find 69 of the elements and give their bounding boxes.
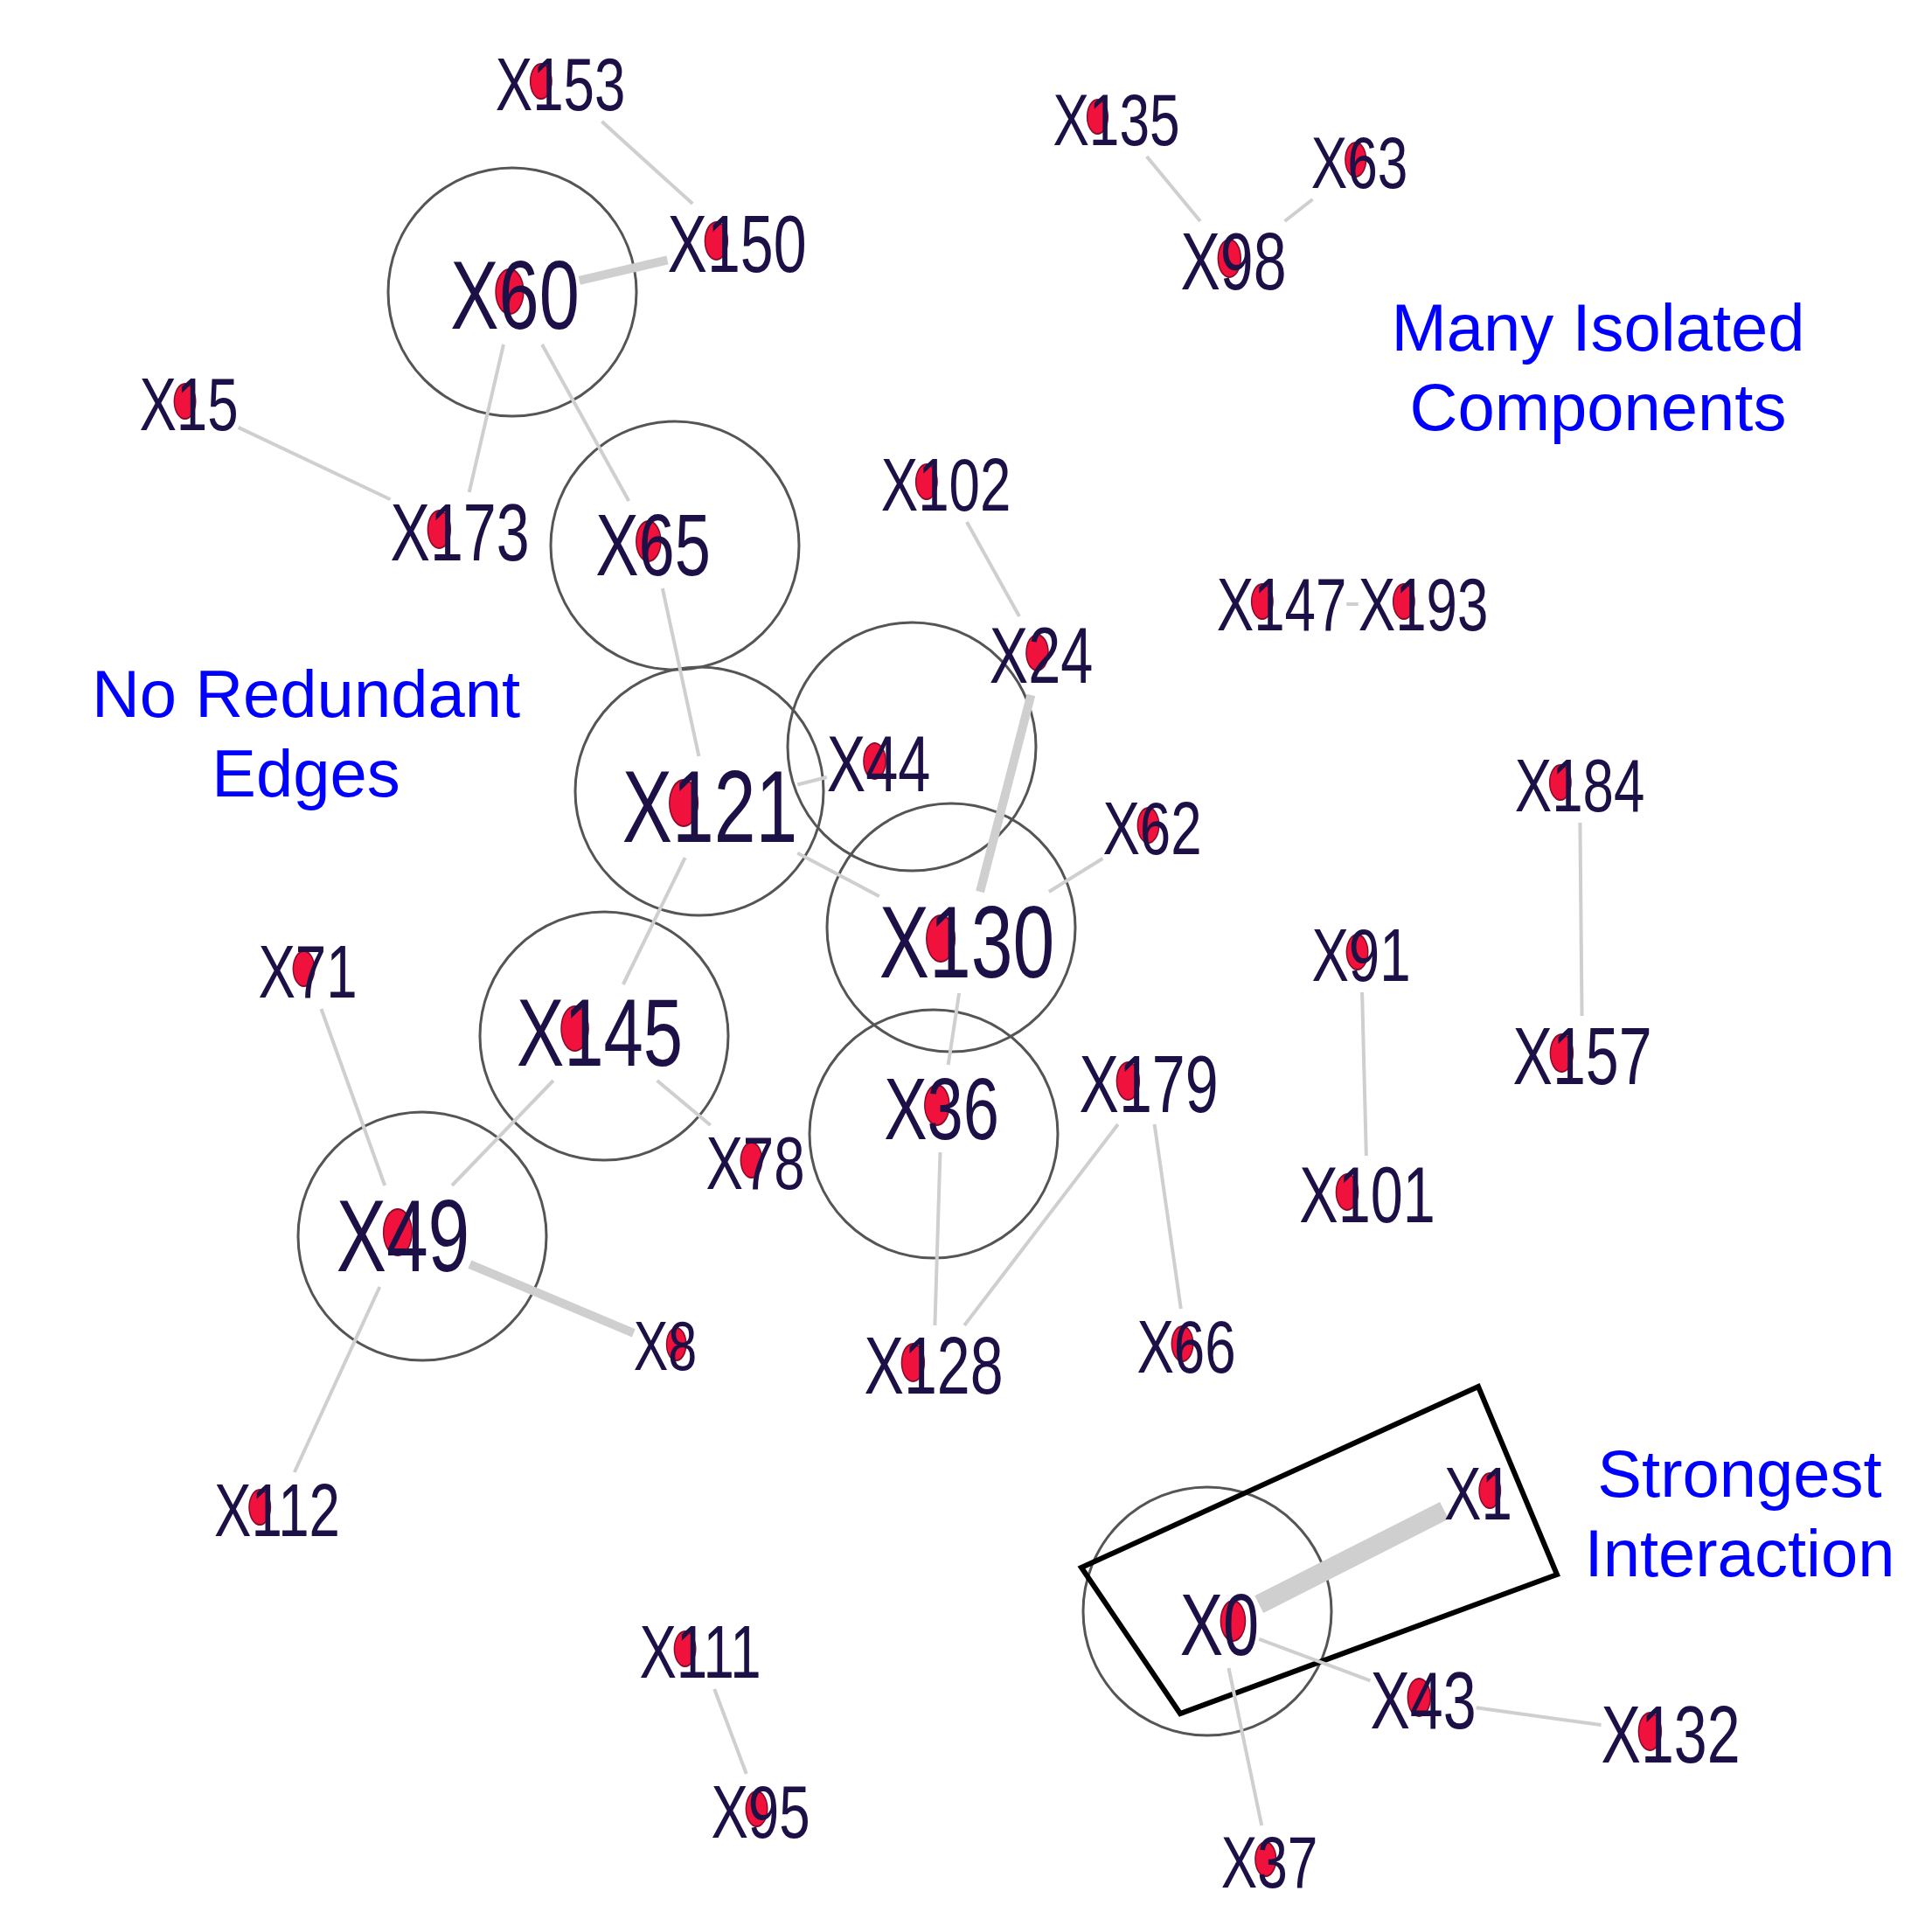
node-label: X157 — [1512, 1016, 1652, 1096]
network-edge — [1258, 1637, 1372, 1683]
node-label: X66 — [1136, 1309, 1236, 1384]
node-label: X193 — [1358, 567, 1489, 642]
network-edge — [933, 1151, 942, 1326]
node-label: X0 — [1179, 1581, 1260, 1668]
node-label: X111 — [639, 1614, 761, 1689]
network-edge — [1254, 1501, 1449, 1613]
node-label: X130 — [879, 892, 1055, 993]
node-label: X1 — [1444, 1456, 1512, 1531]
node-label: X132 — [1601, 1694, 1741, 1775]
node-label: X78 — [705, 1125, 805, 1200]
network-edge — [622, 857, 687, 985]
node-label: X43 — [1370, 1660, 1477, 1741]
node-label: X179 — [1079, 1044, 1219, 1124]
network-edge — [319, 1008, 387, 1186]
node-label: X15 — [139, 366, 239, 441]
node-label: X147 — [1216, 567, 1347, 642]
network-edge — [1145, 155, 1202, 223]
node-label: X121 — [622, 756, 798, 858]
node-label: X112 — [214, 1472, 340, 1547]
node-label: X49 — [336, 1185, 470, 1287]
node-label: X184 — [1514, 747, 1645, 823]
node-label: X44 — [826, 725, 931, 803]
node-label: X173 — [390, 492, 530, 573]
network-edge — [660, 588, 701, 757]
network-edge — [237, 426, 392, 502]
network-edge — [467, 344, 505, 493]
network-edge — [656, 1079, 712, 1127]
network-edge — [1476, 1706, 1602, 1728]
network-edge — [450, 1079, 555, 1187]
network-edge — [963, 1123, 1120, 1327]
node-label: X60 — [450, 247, 580, 344]
annotation-text: No Redundant Edges — [90, 655, 522, 812]
node-label: X145 — [516, 984, 684, 1081]
node-label: X65 — [595, 501, 711, 588]
network-edge — [965, 521, 1021, 617]
node-label: X135 — [1053, 83, 1180, 156]
annotation-text: Strongest Interaction — [1583, 1435, 1896, 1592]
node-label: X128 — [864, 1325, 1004, 1406]
node-label: X101 — [1299, 1156, 1435, 1234]
network-edge — [1578, 822, 1584, 1016]
node-label: X102 — [880, 447, 1011, 522]
node-label: X8 — [633, 1311, 698, 1381]
network-edge — [468, 1260, 636, 1338]
network-edge — [292, 1286, 382, 1473]
node-label: X36 — [884, 1065, 999, 1152]
network-edge — [1283, 198, 1314, 223]
node-label: X91 — [1311, 917, 1411, 992]
node-label: X63 — [1310, 126, 1408, 199]
network-edge — [712, 1688, 748, 1775]
network-edge — [1047, 857, 1104, 893]
node-label: X37 — [1220, 1825, 1318, 1899]
node-label: X153 — [495, 46, 626, 122]
network-edge — [1346, 602, 1359, 606]
network-edge — [1152, 1123, 1183, 1310]
network-edge — [540, 344, 631, 502]
network-edge — [1360, 991, 1368, 1157]
node-label: X150 — [667, 204, 807, 284]
network-edge — [601, 120, 694, 205]
node-label: X95 — [711, 1774, 810, 1849]
annotation-text: Many Isolated Components — [1390, 289, 1806, 446]
node-label: X98 — [1180, 221, 1287, 302]
node-label: X62 — [1102, 790, 1202, 866]
network-edge — [796, 775, 828, 787]
network-edge — [796, 852, 880, 898]
network-edge — [976, 693, 1036, 893]
network-edge — [1227, 1667, 1264, 1826]
node-label: X71 — [258, 934, 358, 1009]
